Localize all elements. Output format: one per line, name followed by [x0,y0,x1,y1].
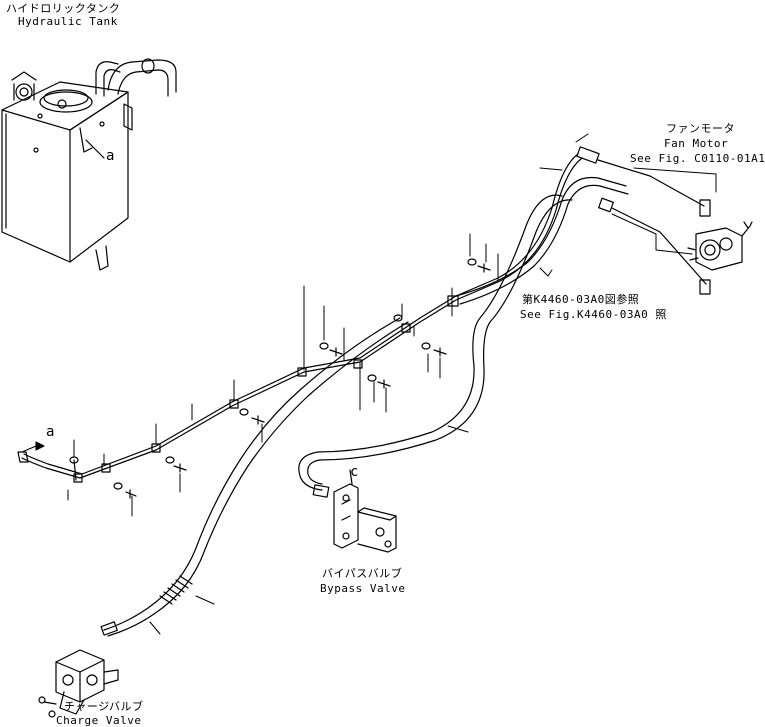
fan-motor [687,221,753,271]
hydraulic-tank-label-en: Hydraulic Tank [18,15,118,28]
charge-valve-label-jp: チャージバルブ [64,700,144,713]
charge-valve [38,649,119,718]
bypass-valve [333,469,397,553]
hose-bundle [17,146,711,637]
fan-motor-label-jp: ファンモータ [666,122,735,135]
reference-label-jp: 第K4460-03A0図参照 [522,293,640,306]
reference-label-en: See Fig.K4460-03A0 照 [520,308,667,321]
hydraulic-tank [1,58,177,271]
marker-a-tank: a [106,148,115,164]
fan-motor-reference: See Fig. C0110-01A1 [630,152,765,165]
hydraulic-tank-label-jp: ハイドロリックタンク [6,2,121,15]
marker-a-left: a [46,424,55,440]
fan-motor-label-en: Fan Motor [664,137,729,150]
leader-lines [21,133,717,635]
bolts [69,258,491,499]
marker-c: c [350,464,359,480]
bypass-valve-label-en: Bypass Valve [320,582,406,595]
charge-valve-label-en: Charge Valve [56,714,142,727]
bypass-valve-label-jp: バイパスバルブ [322,567,403,580]
